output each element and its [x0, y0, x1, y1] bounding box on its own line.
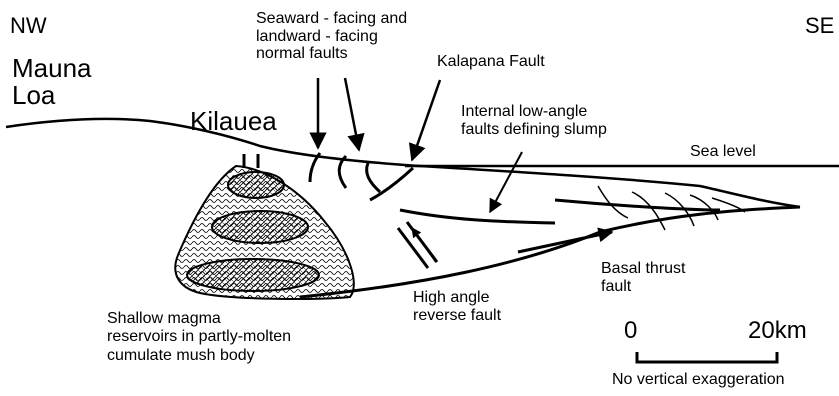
slump-fault-right	[555, 200, 720, 210]
basal-thrust-fault	[300, 207, 800, 297]
scale-zero-label: 0	[624, 318, 637, 344]
direction-label-se: SE	[805, 14, 834, 38]
magma-reservoir-middle	[212, 211, 308, 243]
magma-reservoir-lower	[187, 259, 319, 291]
thrust-motion-arrow	[518, 232, 612, 252]
slump-fault-upper	[400, 210, 555, 223]
no-vertical-exaggeration-label: No vertical exaggeration	[612, 371, 785, 388]
leader-arrow-fault-2	[345, 78, 359, 150]
normal-fault-1	[310, 153, 320, 182]
scale-bar	[637, 352, 777, 362]
frontal-fault-1	[598, 186, 628, 218]
scale-max-label: 20km	[748, 318, 807, 344]
reverse-fault-line-a	[398, 228, 428, 268]
direction-label-nw: NW	[10, 14, 47, 38]
kalapana-fault-trace	[370, 168, 413, 200]
land-surface-profile	[6, 119, 800, 207]
kalapana-fault-label: Kalapana Fault	[437, 53, 545, 70]
slump-faults-label: Internal low-angle faults defining slump	[461, 103, 607, 140]
reverse-fault-label: High angle reverse fault	[413, 289, 501, 326]
sea-level-label: Sea level	[690, 143, 756, 160]
reverse-fault-arrow	[412, 228, 436, 262]
magma-reservoir-upper	[228, 172, 284, 198]
mauna-loa-label: Mauna Loa	[12, 55, 92, 110]
normal-faults-label: Seaward - facing and landward - facing n…	[256, 10, 407, 63]
basal-thrust-label: Basal thrust fault	[601, 260, 685, 297]
magma-reservoir-label: Shallow magma reservoirs in partly-molte…	[107, 310, 291, 365]
normal-fault-3	[367, 163, 380, 192]
kilauea-label: Kilauea	[190, 107, 277, 135]
leader-arrow-slump	[490, 152, 522, 212]
leader-arrow-kalapana	[412, 80, 440, 160]
